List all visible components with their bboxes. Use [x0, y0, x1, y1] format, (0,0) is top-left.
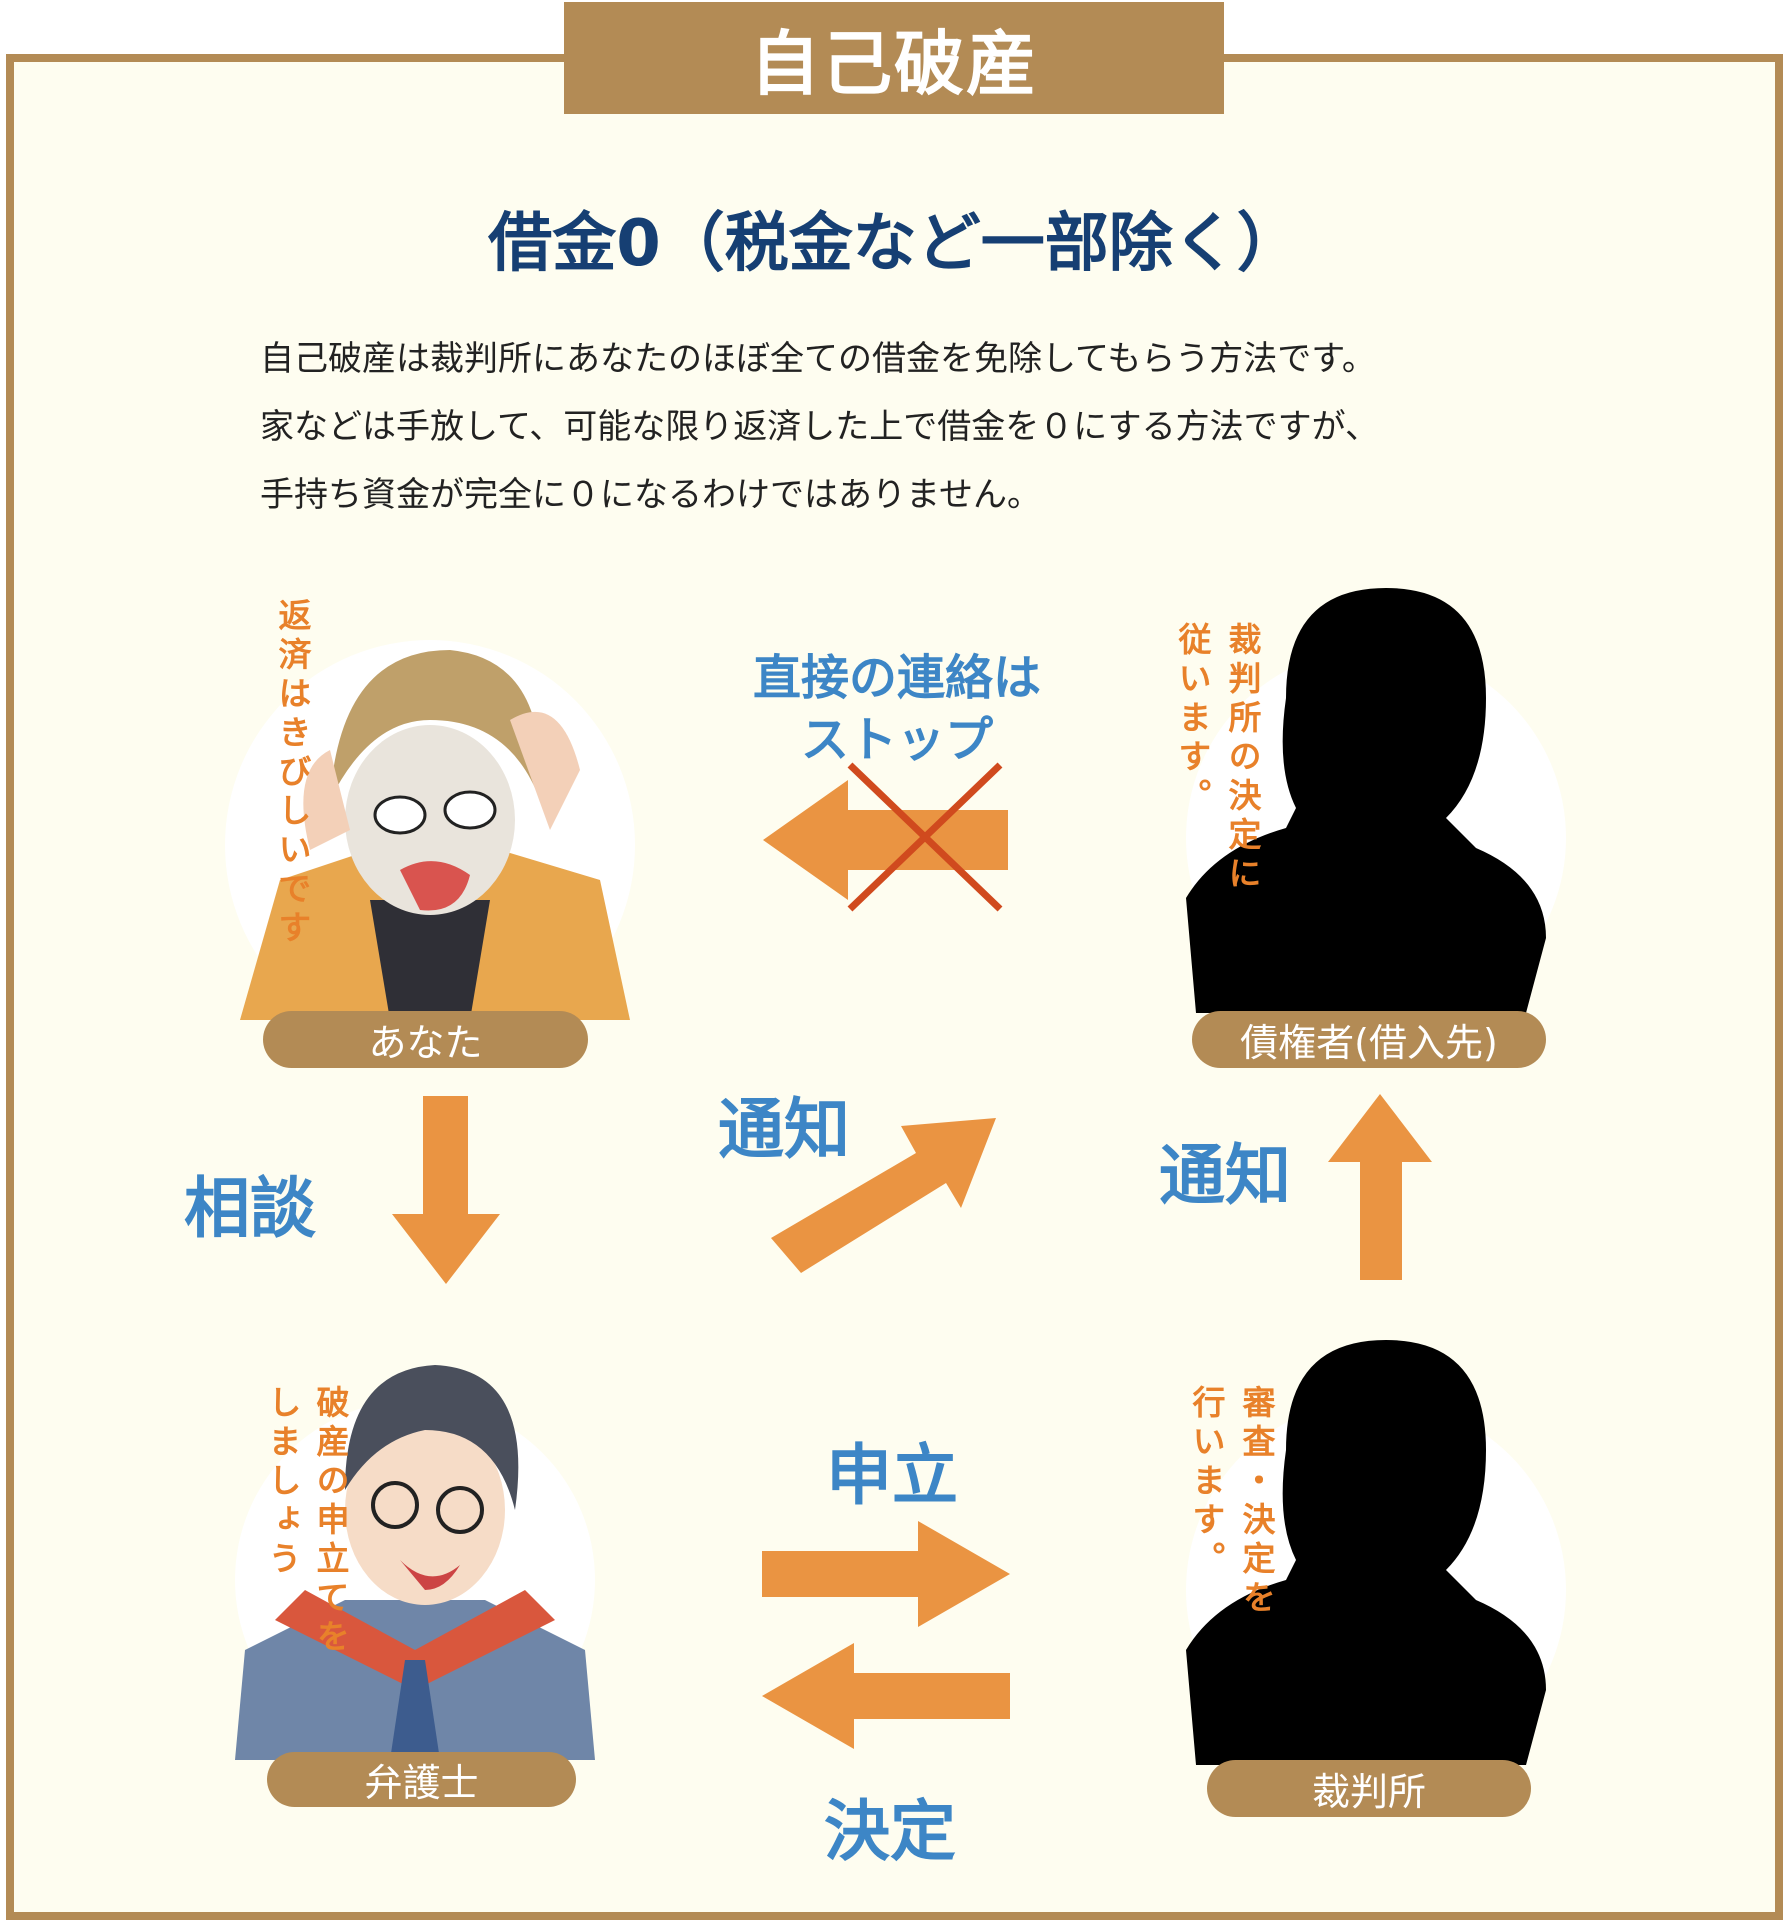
petition-right-arrow [762, 1521, 1010, 1627]
blocked-left-arrow [763, 780, 1008, 900]
subtitle: 借金0（税金など一部除く） [488, 207, 1301, 281]
decision-label: 決定 [824, 1793, 956, 1870]
description: 自己破産は裁判所にあなたのほぼ全ての借金を免除してもらう方法です。 家などは手放… [260, 325, 1379, 529]
lawyer-illustration [235, 1365, 595, 1760]
you-speech: 返済はきびしいです [273, 598, 312, 949]
court-speech-1: 審査・決定を [1237, 1385, 1276, 1619]
consult-down-arrow [392, 1096, 500, 1284]
lawyer-speech-2: しましょう [263, 1385, 302, 1580]
creditor-label: 債権者(借入先) [1192, 1011, 1546, 1068]
you-illustration [225, 640, 635, 1020]
description-line: 手持ち資金が完全に０になるわけではありません。 [260, 475, 1041, 515]
cross-mark-icon [847, 762, 1003, 912]
notice-diagonal-label: 通知 [718, 1091, 850, 1168]
notice-up-arrow [1328, 1094, 1432, 1280]
court-speech-2: 行います。 [1187, 1385, 1226, 1580]
description-line: 自己破産は裁判所にあなたのほぼ全ての借金を免除してもらう方法です。 [260, 339, 1376, 379]
lawyer-label: 弁護士 [267, 1752, 576, 1807]
creditor-speech-2: 従います。 [1173, 622, 1212, 817]
decision-left-arrow [762, 1643, 1010, 1749]
lawyer-speech-1: 破産の申立てを [311, 1385, 350, 1658]
stop-label-line1: 直接の連絡は [752, 650, 1041, 706]
notice-diagonal-arrow [771, 1118, 996, 1273]
stop-label-line2: ストップ [800, 712, 993, 768]
creditor-speech-1: 裁判所の決定に [1223, 622, 1262, 895]
creditor-silhouette [1186, 588, 1566, 1013]
you-label: あなた [263, 1011, 588, 1068]
consult-label: 相談 [184, 1170, 316, 1247]
court-label: 裁判所 [1207, 1760, 1531, 1817]
petition-label: 申立 [826, 1437, 958, 1514]
page-title: 自己破産 [564, 2, 1224, 114]
court-silhouette [1186, 1340, 1566, 1765]
notice-up-label: 通知 [1159, 1137, 1291, 1214]
description-line: 家などは手放して、可能な限り返済した上で借金を０にする方法ですが、 [260, 407, 1379, 447]
